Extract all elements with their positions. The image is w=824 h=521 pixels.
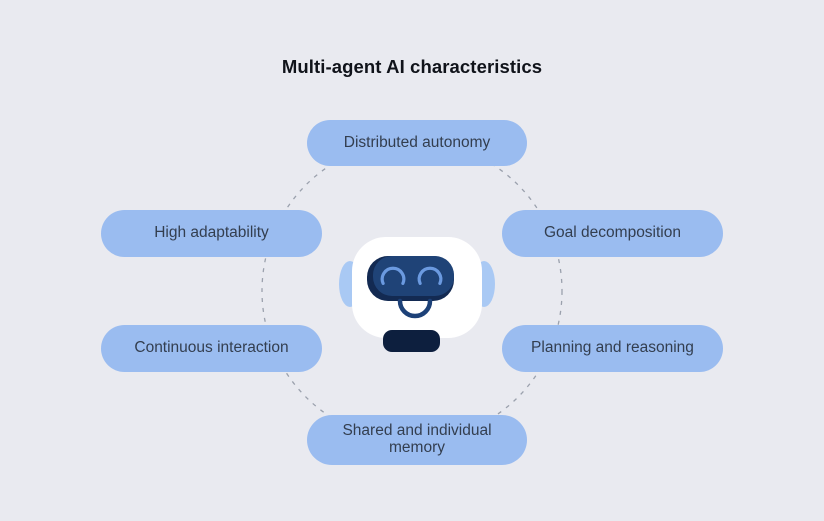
node-label: Distributed autonomy	[343, 133, 491, 151]
robot-smile	[397, 298, 433, 319]
robot-visor	[373, 256, 454, 296]
node-pill-goal-decomposition: Goal decomposition	[502, 210, 723, 257]
robot-chin	[383, 330, 440, 352]
node-pill-planning-and-reasoning: Planning and reasoning	[502, 325, 723, 372]
robot-right-eye	[417, 266, 443, 285]
diagram-title: Multi-agent AI characteristics	[281, 56, 543, 77]
node-pill-continuous-interaction: Continuous interaction	[101, 325, 322, 372]
robot-face-icon	[339, 237, 495, 352]
node-pill-high-adaptability: High adaptability	[101, 210, 322, 257]
node-label: Goal decomposition	[544, 224, 681, 242]
node-label: Planning and reasoning	[531, 339, 694, 357]
robot-left-eye	[380, 266, 406, 285]
node-pill-shared-and-individual-memory: Shared and individual memory	[307, 415, 527, 465]
node-label: High adaptability	[154, 224, 269, 242]
node-pill-distributed-autonomy: Distributed autonomy	[307, 120, 527, 166]
node-label: Continuous interaction	[134, 339, 289, 357]
node-label: Shared and individual memory	[342, 422, 492, 456]
